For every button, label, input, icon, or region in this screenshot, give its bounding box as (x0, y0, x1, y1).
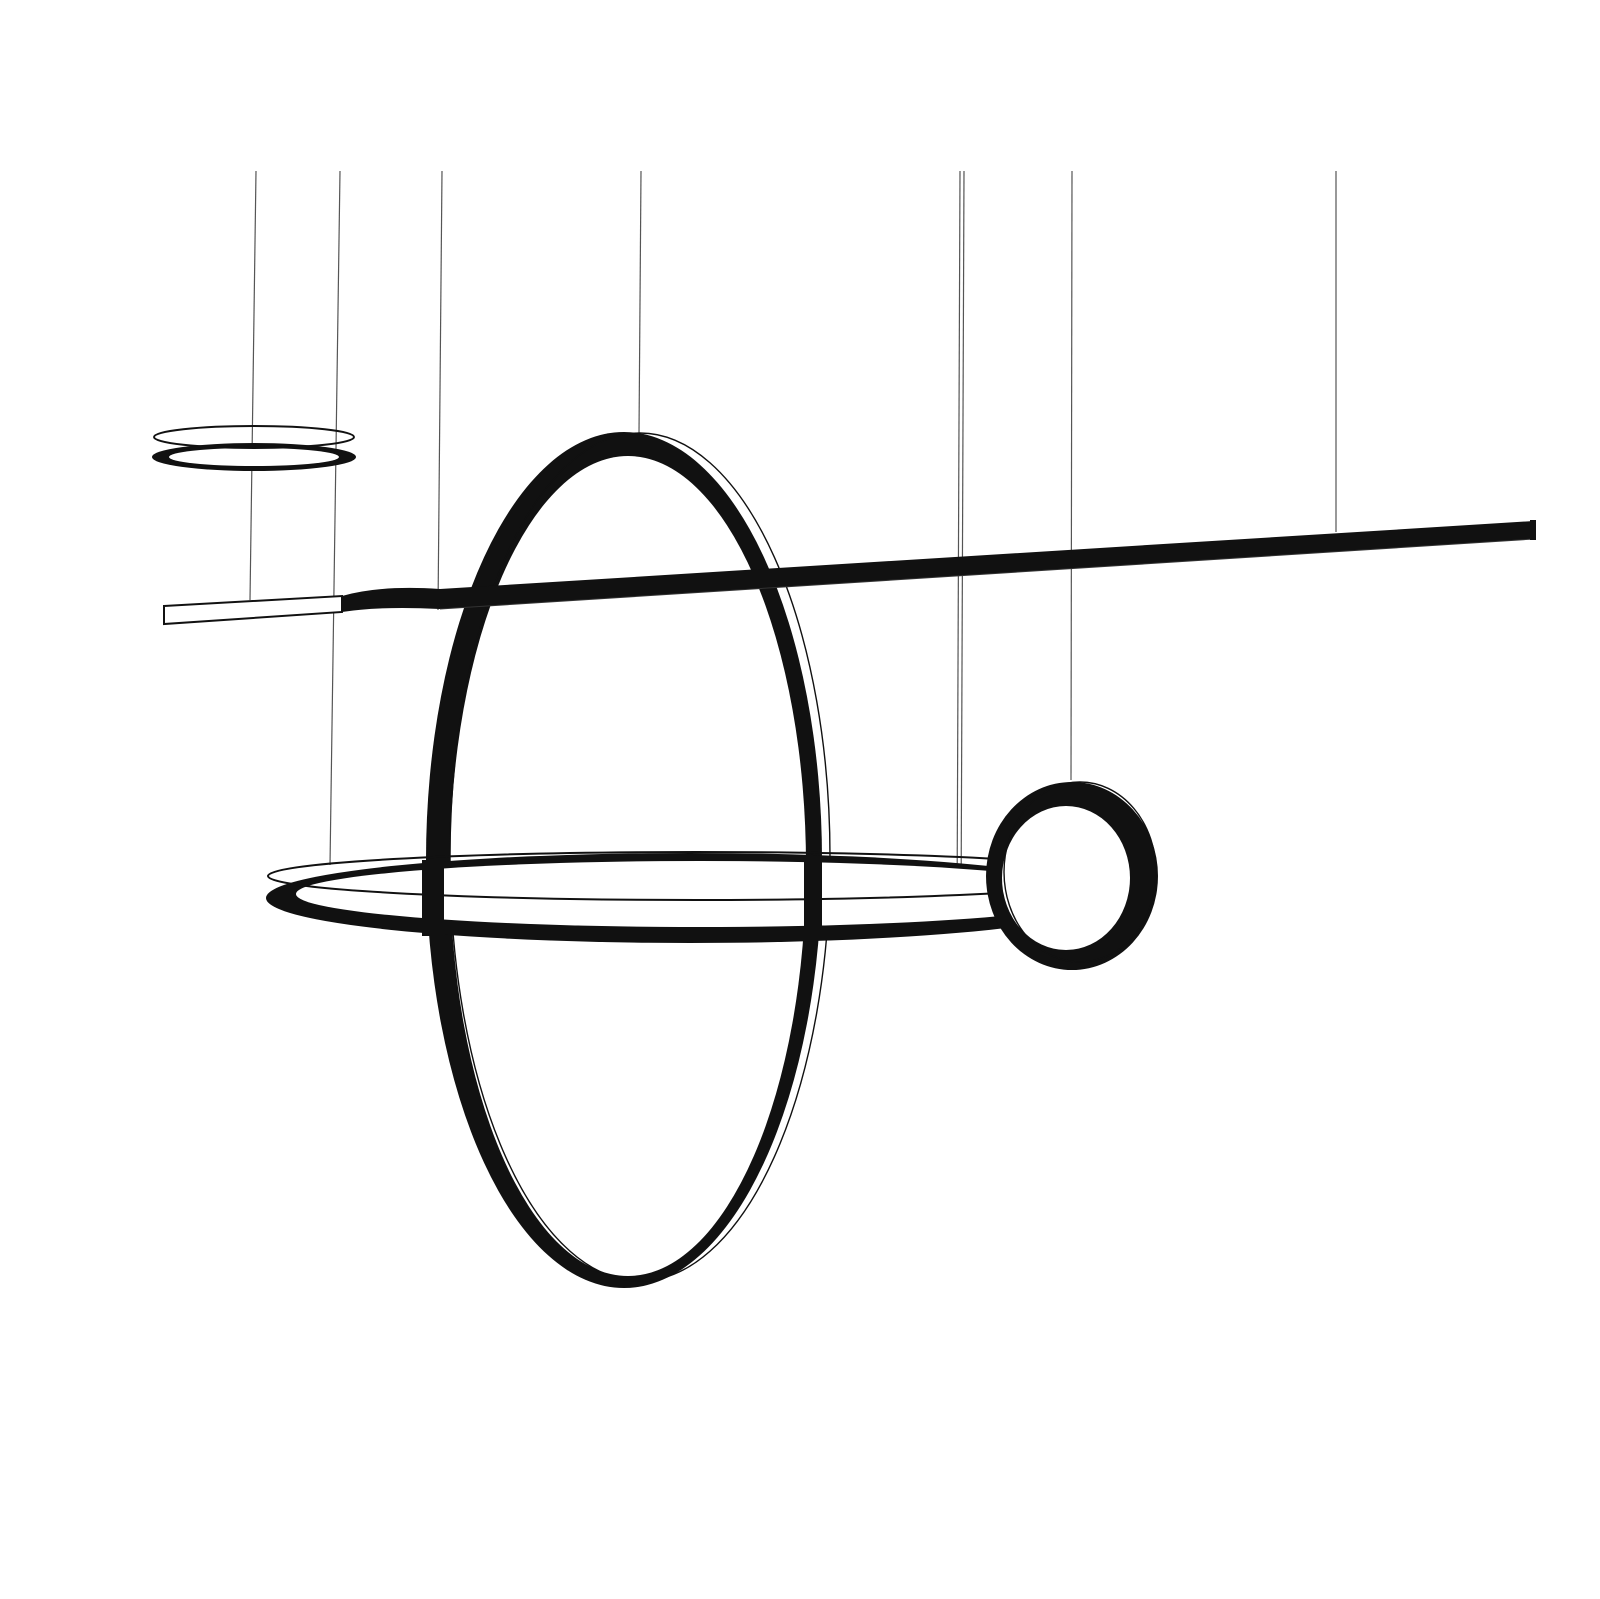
vertical-ring-overlap-right (804, 860, 822, 936)
small-horizontal-ring (152, 425, 356, 471)
suspension-wire (437, 170, 443, 611)
bar-end-cap (1530, 520, 1536, 540)
suspension-wire (329, 170, 341, 866)
suspension-wire (956, 170, 961, 916)
suspension-wire (1070, 170, 1073, 781)
suspension-wire (249, 170, 257, 601)
suspension-wire (960, 170, 965, 916)
small-vertical-ring (986, 781, 1158, 970)
small-vertical-ring-opening (1002, 806, 1130, 950)
small-vertical-ring-front-edge (1003, 781, 1157, 963)
suspension-wire (638, 170, 642, 435)
suspension-wires (249, 170, 1337, 916)
large-horizontal-ring-opening (296, 861, 1104, 927)
bar-light-face (163, 594, 343, 626)
small-ring-top-edge (153, 425, 355, 449)
large-horizontal-ring (266, 851, 1125, 943)
small-ring-opening (169, 448, 339, 466)
vertical-ring-overlap-left (422, 860, 444, 936)
bar-twist (342, 587, 440, 612)
bar-dark-section (440, 521, 1534, 609)
bar-bottom-edge (439, 538, 1535, 610)
linear-bar (163, 520, 1536, 626)
